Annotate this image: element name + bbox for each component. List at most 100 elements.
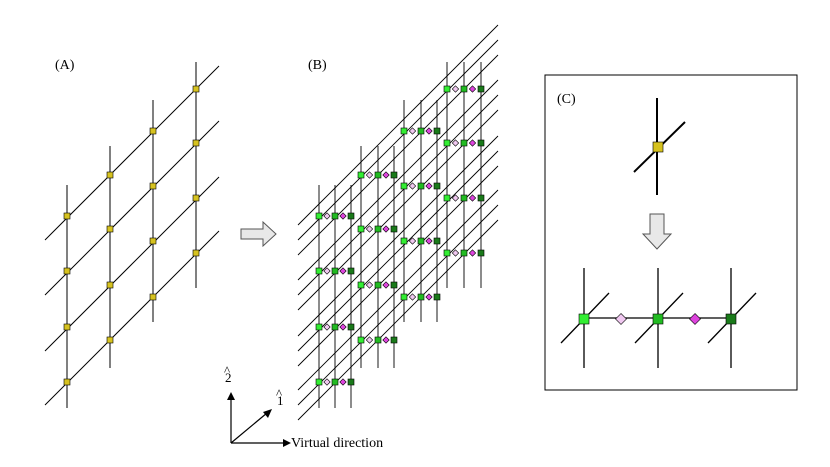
site-mid-green <box>460 139 468 147</box>
site-light-green <box>357 336 365 344</box>
link-light-diamond <box>408 127 417 135</box>
site-light-green <box>443 139 451 147</box>
link-light-diamond <box>451 85 460 93</box>
panel-c-label: (C) <box>557 92 576 107</box>
site-mid-green <box>331 267 339 275</box>
axis-1-hat: ^ <box>276 386 282 401</box>
site-mid-green <box>331 378 339 386</box>
site-dark-green <box>390 225 398 233</box>
site-light-green <box>400 182 408 190</box>
panel-c-frame <box>544 74 798 391</box>
site-mid-green <box>417 127 425 135</box>
site-dark-green <box>477 249 485 257</box>
site-dark-green <box>477 139 485 147</box>
site-light-green <box>315 267 323 275</box>
site-light-green <box>443 194 451 202</box>
lattice-diagonal-line <box>297 165 499 367</box>
panel-a-label: (A) <box>55 58 75 73</box>
site-light-green <box>357 171 365 179</box>
lattice-site <box>149 127 157 135</box>
link-magenta-diamond <box>425 182 433 190</box>
site-mid-green <box>374 225 382 233</box>
link-magenta-diamond <box>339 378 347 386</box>
link-magenta-diamond <box>339 267 347 275</box>
lattice-site <box>192 85 200 93</box>
site-light-green-large <box>578 313 590 325</box>
lattice-site <box>63 378 71 386</box>
link-light-diamond <box>365 171 374 179</box>
lattice-site <box>106 171 114 179</box>
lattice-site <box>106 281 114 289</box>
lattice-site <box>149 237 157 245</box>
site-mid-green <box>374 281 382 289</box>
site-mid-green <box>417 182 425 190</box>
down-arrow <box>641 213 673 250</box>
site-dark-green <box>390 336 398 344</box>
panel-c-detail <box>560 98 757 368</box>
site-mid-green <box>374 171 382 179</box>
transition-arrow <box>240 220 277 248</box>
site-light-green <box>315 378 323 386</box>
site-mid-green <box>460 249 468 257</box>
axis-2-label: 2 <box>225 370 232 385</box>
site-dark-green <box>390 281 398 289</box>
link-magenta-diamond <box>339 212 347 220</box>
panel-b-label: (B) <box>308 58 327 73</box>
site-mid-green <box>417 237 425 245</box>
link-light-diamond <box>408 237 417 245</box>
site-dark-green <box>347 212 355 220</box>
virtual-direction-label: Virtual direction <box>291 436 383 451</box>
link-magenta-diamond <box>425 237 433 245</box>
lattice-diagonal-line <box>44 65 220 241</box>
link-light-diamond <box>365 336 374 344</box>
lattice-diagonal-line <box>297 54 499 256</box>
link-magenta-diamond <box>382 171 390 179</box>
link-light-diamond <box>323 212 331 220</box>
lattice-diagonal-line <box>297 39 499 241</box>
link-magenta-diamond <box>382 336 390 344</box>
site-light-green <box>443 249 451 257</box>
lattice-diagonal-line <box>44 120 220 296</box>
lattice-diagonal-line <box>297 24 499 226</box>
lattice-site <box>192 139 200 147</box>
site-light-green <box>357 225 365 233</box>
link-light-diamond <box>451 139 460 147</box>
site-light-green <box>400 293 408 301</box>
axes-indicator: 2 ^ 1 ^ Virtual direction <box>224 363 383 451</box>
link-magenta-diamond <box>339 323 347 331</box>
site-dark-green-large <box>725 313 737 325</box>
site-mid-green-large <box>652 313 664 325</box>
link-light-diamond <box>365 225 374 233</box>
link-magenta-diamond <box>382 225 390 233</box>
link-light-diamond <box>451 194 460 202</box>
site-dark-green <box>433 182 441 190</box>
site-mid-green <box>460 85 468 93</box>
lattice-site <box>63 323 71 331</box>
lattice-diagonal-line <box>297 79 499 281</box>
lattice-diagonal-line <box>297 150 499 352</box>
lattice-site <box>63 267 71 275</box>
site-light-green <box>315 212 323 220</box>
site-light-green <box>400 237 408 245</box>
site-light-green <box>443 85 451 93</box>
link-light-diamond <box>365 281 374 289</box>
site-light-green <box>400 127 408 135</box>
axis-2-hat: ^ <box>224 363 230 378</box>
lattice-diagonal-line <box>44 230 220 406</box>
site-mid-green <box>374 336 382 344</box>
panel-a-lattice <box>44 62 220 408</box>
site-dark-green <box>477 194 485 202</box>
site-dark-green <box>347 267 355 275</box>
site-dark-green <box>433 237 441 245</box>
lattice-site <box>192 249 200 257</box>
link-magenta-diamond <box>425 127 433 135</box>
site-dark-green <box>390 171 398 179</box>
lattice-site <box>149 293 157 301</box>
site-mid-green <box>331 212 339 220</box>
site-mid-green <box>417 293 425 301</box>
link-magenta-diamond <box>468 85 477 93</box>
site-dark-green <box>347 323 355 331</box>
link-magenta-diamond <box>425 293 433 301</box>
lattice-diagonal-line <box>297 94 499 296</box>
